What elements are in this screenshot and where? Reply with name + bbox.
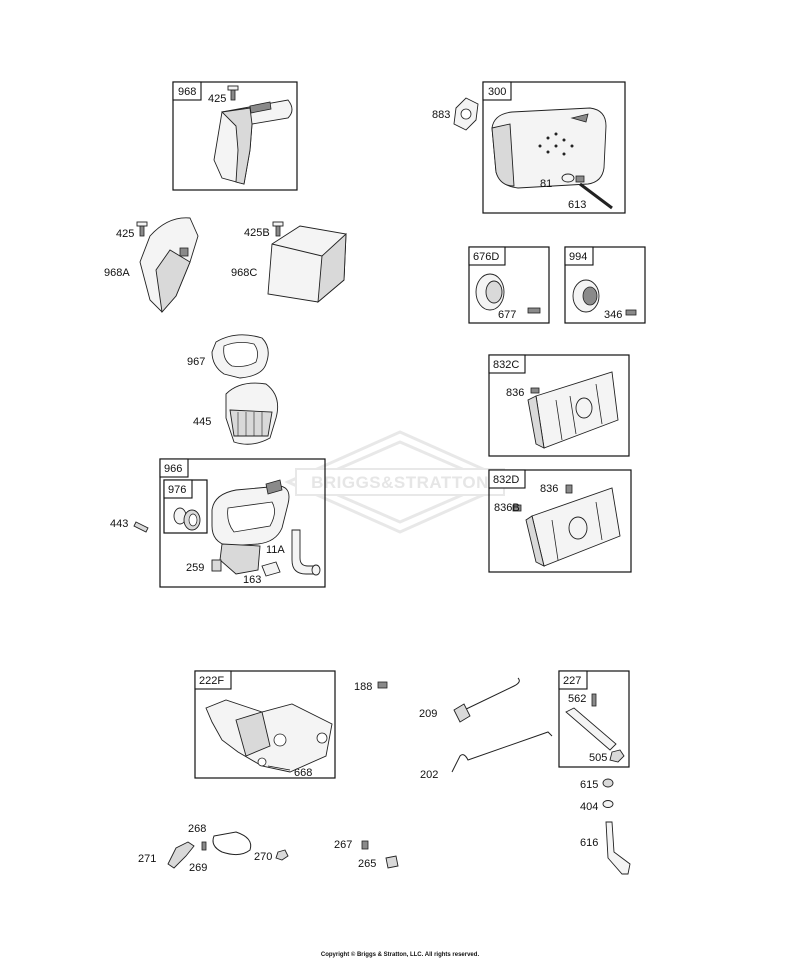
label-443: 443 [110,518,128,530]
label-615: 615 [580,779,598,791]
label-677: 677 [498,309,516,321]
throttle-cable-268-part[interactable] [212,831,252,856]
label-259: 259 [186,562,204,574]
control-lever-271-part[interactable] [167,841,195,869]
group-label-676D: 676D [473,251,499,263]
group-label-832C: 832C [493,359,519,371]
screw-425-left-part[interactable] [136,221,148,237]
group-label-222F: 222F [199,675,224,687]
copyright-text: Copyright © Briggs & Stratton, LLC. All … [321,951,480,958]
label-425-left: 425 [116,228,134,240]
control-bracket-part[interactable] [205,699,333,773]
label-404: 404 [580,801,598,813]
label-562: 562 [568,693,586,705]
label-836-upper: 836 [506,387,524,399]
group-227[interactable]: 227 [558,670,630,768]
label-81: 81 [540,178,552,190]
label-616: 616 [580,837,598,849]
governor-shaft-616-part[interactable] [605,821,631,875]
group-976[interactable]: 976 [163,479,208,534]
muffler-guard-832c-part[interactable] [527,371,619,449]
label-209: 209 [419,708,437,720]
label-270: 270 [254,851,272,863]
breather-tube-11a-part[interactable] [291,529,321,576]
group-300[interactable]: 300 [482,81,626,214]
label-613: 613 [568,199,586,211]
label-968C: 968C [231,267,257,279]
label-265: 265 [358,858,376,870]
spark-arrester-676d-part[interactable] [475,273,541,314]
air-filter-445-part[interactable] [225,382,279,445]
label-668: 668 [294,767,312,779]
spark-arrester-994-part[interactable] [572,279,637,316]
label-346: 346 [604,309,622,321]
label-967: 967 [187,356,205,368]
air-cleaner-cover-part[interactable] [213,85,293,185]
screw-443-part[interactable] [133,521,149,533]
watermark: BRIGGS&STRATTON [284,430,516,534]
air-cleaner-cover-968c-part[interactable] [267,225,347,304]
group-968[interactable]: 968 [172,81,298,191]
group-label-976: 976 [168,484,186,496]
group-832D[interactable]: 832D [488,469,632,573]
screw-425b-part[interactable] [272,221,284,237]
group-label-227: 227 [563,675,581,687]
label-968A: 968A [104,267,130,279]
muffler-gasket-part[interactable] [453,97,479,131]
label-268: 268 [188,823,206,835]
seal-976-part[interactable] [173,507,201,531]
muffler-guard-832d-part[interactable] [525,487,621,567]
pre-cleaner-967-part[interactable] [211,334,269,379]
muffler-part[interactable] [491,107,607,189]
air-cleaner-cover-968a-part[interactable] [139,217,199,314]
label-269: 269 [189,862,207,874]
group-966[interactable]: 966 [159,458,326,588]
label-425-top: 425 [208,93,226,105]
group-label-966: 966 [164,463,182,475]
group-676D[interactable]: 676D [468,246,550,324]
group-222F[interactable]: 222F [194,670,336,779]
washer-81-part[interactable] [561,173,585,183]
label-836-lower: 836 [540,483,558,495]
label-267: 267 [334,839,352,851]
group-label-968: 968 [178,86,196,98]
label-445: 445 [193,416,211,428]
group-label-994: 994 [569,251,587,263]
governor-lever-227-part[interactable] [565,693,617,751]
group-label-300: 300 [488,86,506,98]
label-188: 188 [354,681,372,693]
label-163: 163 [243,574,261,586]
group-832C[interactable]: 832C [488,354,630,457]
watermark-text: BRIGGS&STRATTON [311,473,489,492]
air-cleaner-base-part[interactable] [211,479,290,575]
group-label-832D: 832D [493,474,519,486]
label-505: 505 [589,752,607,764]
governor-link-202-part[interactable] [451,731,553,773]
governor-spring-209-part[interactable] [453,677,520,723]
label-836B: 836B [494,502,520,514]
label-883: 883 [432,109,450,121]
label-11A: 11A [266,544,285,556]
label-425B: 425B [244,227,270,239]
label-202: 202 [420,769,438,781]
group-994[interactable]: 994 [564,246,646,324]
label-271: 271 [138,853,156,865]
